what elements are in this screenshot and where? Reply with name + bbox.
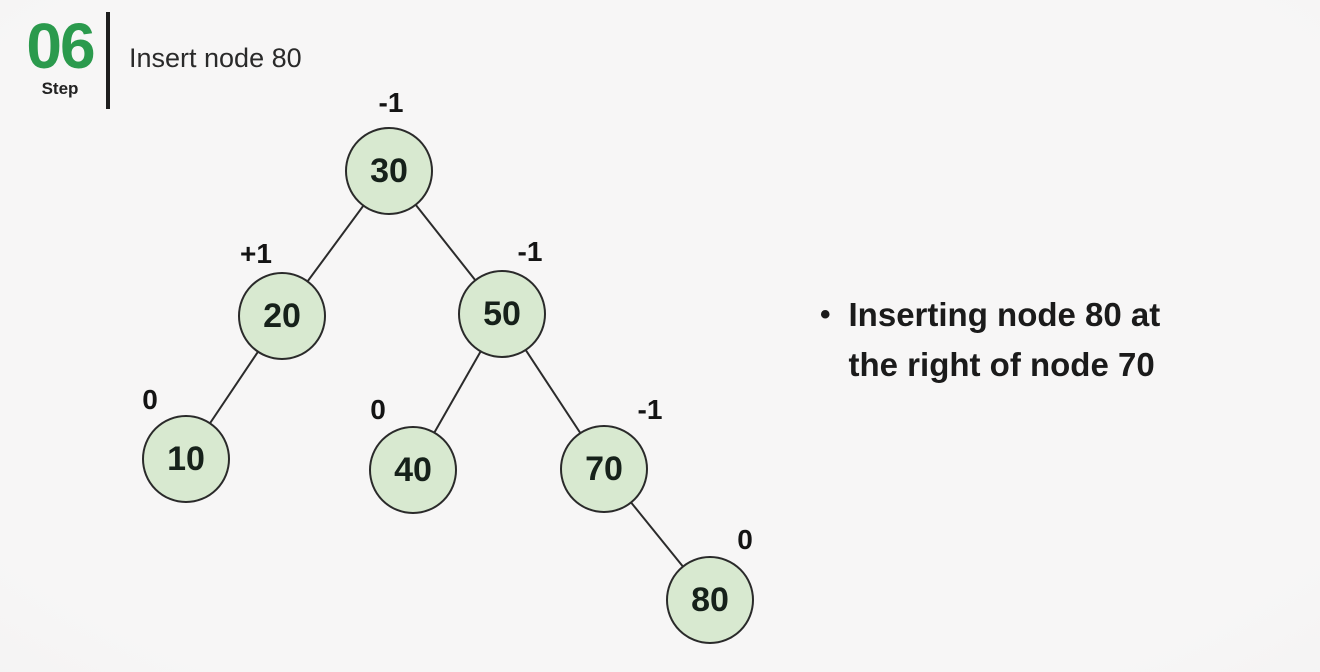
tree-node-30-value: 30 (370, 151, 408, 190)
tree-node-50-value: 50 (483, 294, 521, 333)
tree-node-10: 10 (142, 415, 230, 503)
step-number: 06 (26, 10, 95, 82)
slide-title: Insert node 80 (129, 43, 302, 73)
tree-node-70: 70 (560, 425, 648, 513)
balance-label-80: 0 (737, 524, 753, 555)
balance-label-70: -1 (637, 394, 663, 425)
tree-node-40: 40 (369, 426, 457, 514)
note-text: Inserting node 80 at the right of node 7… (849, 290, 1161, 390)
tree-node-30: 30 (345, 127, 433, 215)
balance-label-10: 0 (142, 384, 158, 415)
tree-node-70-value: 70 (585, 449, 623, 488)
tree-node-10-value: 10 (167, 439, 205, 478)
balance-label-50: -1 (517, 236, 543, 267)
balance-label-20: +1 (240, 238, 272, 269)
tree-node-40-value: 40 (394, 450, 432, 489)
header-divider (106, 12, 110, 109)
step-label: Step (41, 79, 79, 98)
note: • Inserting node 80 at the right of node… (820, 290, 1160, 390)
tree-node-50: 50 (458, 270, 546, 358)
note-line-2: the right of node 70 (848, 346, 1155, 383)
tree-node-80: 80 (666, 556, 754, 644)
balance-label-40: 0 (370, 394, 386, 425)
note-bullet: • (820, 298, 831, 331)
tree-node-20: 20 (238, 272, 326, 360)
note-line-1: Inserting node 80 at (848, 296, 1161, 333)
tree-node-80-value: 80 (691, 580, 729, 619)
tree-node-20-value: 20 (263, 296, 301, 335)
balance-label-30: -1 (378, 87, 404, 118)
